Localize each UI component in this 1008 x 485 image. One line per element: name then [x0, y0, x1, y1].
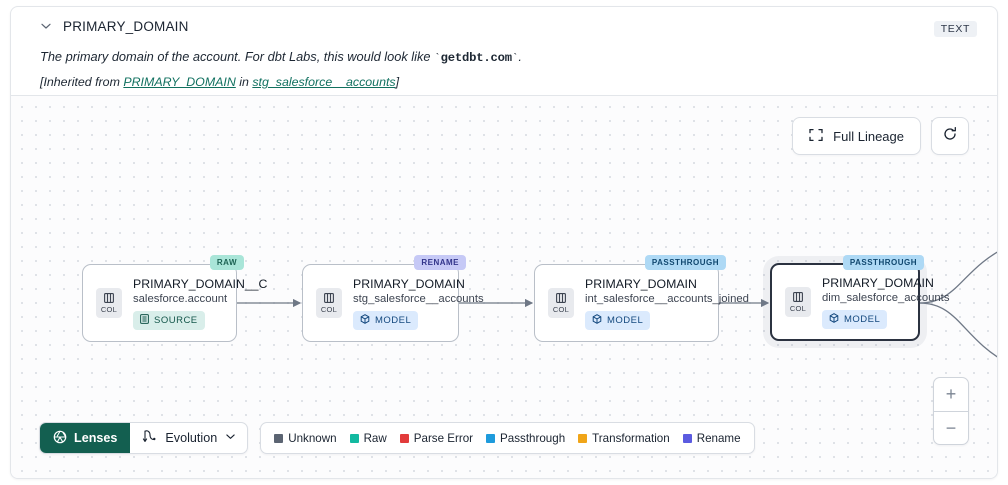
- expand-corners-icon: [809, 128, 823, 145]
- source-icon: [140, 313, 149, 327]
- node-type-badge: MODEL: [822, 309, 888, 329]
- lineage-node[interactable]: RENAME COL PRIMARY_DOMAIN stg_salesforce…: [302, 255, 484, 342]
- column-icon: COL: [316, 288, 342, 318]
- lineage-node[interactable]: PASSTHROUGH COL PRIMARY_DOMAIN int_sales…: [534, 255, 749, 342]
- refresh-icon: [942, 126, 958, 147]
- node-title: PRIMARY_DOMAIN__C: [133, 276, 268, 291]
- description-prefix: The primary domain of the account. For d…: [40, 49, 435, 64]
- zoom-out-button[interactable]: −: [934, 411, 968, 444]
- evolution-icon: [142, 429, 157, 447]
- column-icon: COL: [96, 288, 122, 318]
- lenses-button[interactable]: Lenses: [40, 423, 131, 453]
- lineage-canvas[interactable]: Full Lineage: [11, 95, 997, 478]
- column-icon-label: COL: [552, 305, 570, 314]
- node-type-badge: MODEL: [353, 310, 419, 330]
- legend-swatch: [349, 433, 359, 443]
- legend-item: Unknown: [274, 431, 337, 445]
- description-suffix: .: [518, 49, 522, 64]
- node-type-badge: MODEL: [585, 310, 651, 330]
- legend-label: Raw: [363, 431, 387, 445]
- canvas-controls: Full Lineage: [792, 117, 969, 155]
- column-icon-label: COL: [789, 304, 807, 313]
- status-badge: TEXT: [933, 21, 977, 37]
- legend-label: Unknown: [288, 431, 337, 445]
- node-title: PRIMARY_DOMAIN: [822, 275, 934, 290]
- lineage-edges: [237, 251, 997, 358]
- legend-label: Rename: [696, 431, 741, 445]
- inherited-model-link[interactable]: stg_salesforce__accounts: [252, 75, 396, 89]
- node-subtitle: dim_salesforce_accounts: [822, 291, 950, 304]
- bracket-close: ]: [395, 75, 400, 89]
- inherited-column-link[interactable]: PRIMARY_DOMAIN: [123, 75, 236, 89]
- lineage-toolbar: Lenses Evolution: [39, 422, 755, 454]
- inherited-in-label: in: [235, 75, 253, 89]
- legend-swatch: [578, 433, 588, 443]
- page-title: PRIMARY_DOMAIN: [63, 18, 189, 34]
- column-icon: COL: [548, 288, 574, 318]
- lineage-node[interactable]: RAW COL PRIMARY_DOMAIN__C salesforce.acc…: [82, 255, 267, 342]
- full-lineage-label: Full Lineage: [833, 128, 904, 144]
- chevron-down-icon: [225, 431, 236, 445]
- lineage-pill: PASSTHROUGH: [842, 255, 924, 270]
- cube-icon: [360, 313, 370, 327]
- legend-swatch: [486, 433, 496, 443]
- lenses-label: Lenses: [74, 431, 118, 445]
- node-title: PRIMARY_DOMAIN: [353, 276, 465, 291]
- node-type-label: MODEL: [607, 314, 644, 326]
- node-subtitle: salesforce.account: [133, 292, 228, 305]
- cube-icon: [592, 313, 602, 327]
- legend-swatch: [274, 433, 284, 443]
- zoom-controls: + −: [933, 377, 969, 445]
- zoom-in-button[interactable]: +: [945, 384, 957, 404]
- backtick-close: `: [511, 53, 519, 65]
- evolution-dropdown[interactable]: Evolution: [130, 423, 247, 453]
- inherited-label: Inherited from: [43, 75, 124, 89]
- lineage-node-selected[interactable]: PASSTHROUGH COL PRIMARY_DOMAIN dim_sales…: [770, 255, 949, 341]
- evolution-label: Evolution: [165, 431, 218, 445]
- column-lineage-card: PRIMARY_DOMAIN TEXT The primary domain o…: [10, 6, 998, 479]
- backtick-open: `: [434, 53, 441, 65]
- legend-item: Transformation: [578, 432, 670, 445]
- node-type-badge: SOURCE: [133, 310, 205, 330]
- node-type-label: SOURCE: [154, 314, 198, 326]
- column-icon-label: COL: [100, 305, 118, 314]
- description-code: getdbt.com: [440, 51, 512, 65]
- node-type-label: MODEL: [375, 314, 412, 326]
- column-icon-label: COL: [320, 305, 338, 314]
- legend-label: Transformation: [592, 431, 670, 445]
- legend-swatch: [682, 433, 692, 443]
- bracket-open: [: [40, 75, 44, 89]
- lineage-pill: PASSTHROUGH: [644, 255, 726, 270]
- lenses-evolution-group: Lenses Evolution: [39, 422, 249, 454]
- card-header: PRIMARY_DOMAIN: [11, 7, 997, 45]
- node-type-label: MODEL: [844, 313, 881, 325]
- legend-item: Passthrough: [486, 432, 565, 445]
- lineage-pill: RENAME: [414, 255, 466, 270]
- lineage-pill: RAW: [209, 255, 244, 270]
- node-title: PRIMARY_DOMAIN: [585, 276, 697, 291]
- node-subtitle: stg_salesforce__accounts: [353, 292, 484, 305]
- legend-item: Raw: [349, 431, 387, 445]
- column-icon: COL: [785, 287, 811, 317]
- legend-label: Parse Error: [413, 431, 474, 445]
- legend-swatch: [399, 433, 409, 443]
- full-lineage-button[interactable]: Full Lineage: [792, 117, 921, 155]
- lineage-legend: Unknown Raw Parse Error Passthrough Tran…: [260, 422, 755, 454]
- column-description: The primary domain of the account. For d…: [40, 49, 522, 65]
- refresh-button[interactable]: [931, 117, 969, 155]
- chevron-down-icon[interactable]: [33, 20, 59, 32]
- legend-item: Parse Error: [399, 431, 474, 445]
- aperture-icon: [53, 430, 67, 447]
- legend-item: Rename: [682, 431, 741, 445]
- node-subtitle: int_salesforce__accounts_joined: [585, 292, 749, 305]
- inherited-from-line: [Inherited from PRIMARY_DOMAIN in stg_sa…: [40, 75, 399, 89]
- legend-label: Passthrough: [500, 431, 566, 445]
- cube-icon: [829, 312, 839, 326]
